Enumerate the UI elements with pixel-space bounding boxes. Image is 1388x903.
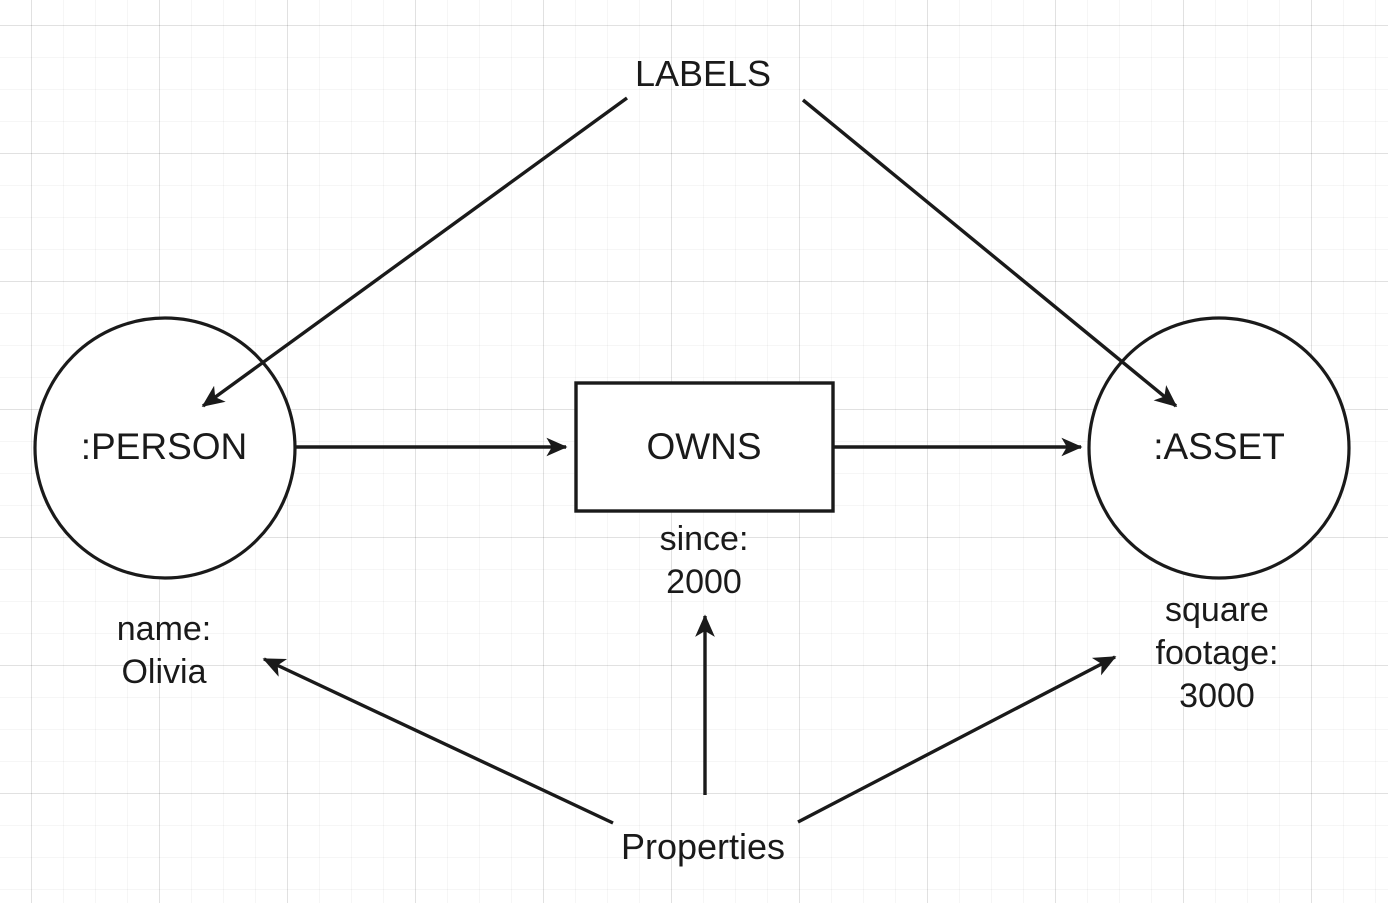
- asset-node-circle[interactable]: [1087, 316, 1351, 580]
- edge-properties-person-props: [262, 657, 614, 825]
- edge-properties-asset-props: [797, 655, 1117, 824]
- asset-property-value: 3000: [1179, 677, 1255, 715]
- edge-labels-person: [201, 96, 628, 408]
- owns-relationship-box[interactable]: [574, 381, 835, 513]
- asset-property-key-line1: square: [1165, 591, 1269, 629]
- person-property-key: name:: [116, 610, 212, 648]
- owns-property-value: 2000: [666, 563, 742, 601]
- edge-labels-asset: [801, 98, 1178, 408]
- asset-property-key-line2: footage:: [1155, 634, 1279, 672]
- person-node-circle[interactable]: [33, 316, 297, 580]
- owns-properties-group: since: 2000: [660, 518, 749, 604]
- person-property-value: Olivia: [121, 653, 207, 691]
- owns-property-key: since:: [659, 520, 749, 558]
- person-properties-group: name: Olivia: [117, 608, 212, 694]
- asset-properties-group: square footage: 3000: [1156, 589, 1279, 718]
